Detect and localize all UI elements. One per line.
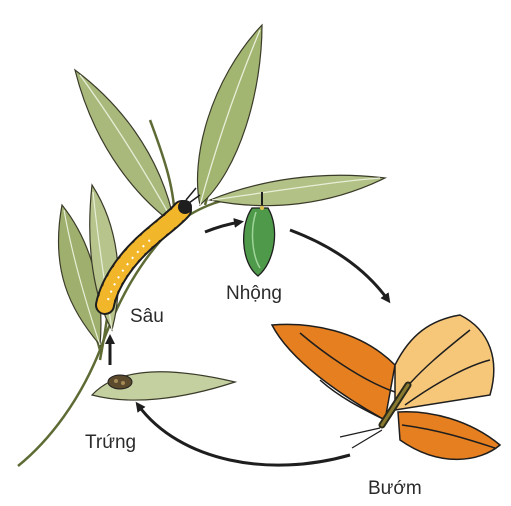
arrow-larva-to-pupa [205, 222, 240, 232]
stage-label-egg: Trứng [85, 432, 136, 454]
stage-label-butterfly: Bướm [368, 478, 422, 500]
butterfly [272, 315, 500, 459]
stage-label-larva: Sâu [130, 306, 164, 328]
arrow-pupa-to-butterfly [290, 230, 388, 300]
stage-label-pupa: Nhộng [226, 283, 282, 305]
egg-cluster [108, 375, 132, 389]
arrow-butterfly-to-egg [138, 405, 350, 465]
